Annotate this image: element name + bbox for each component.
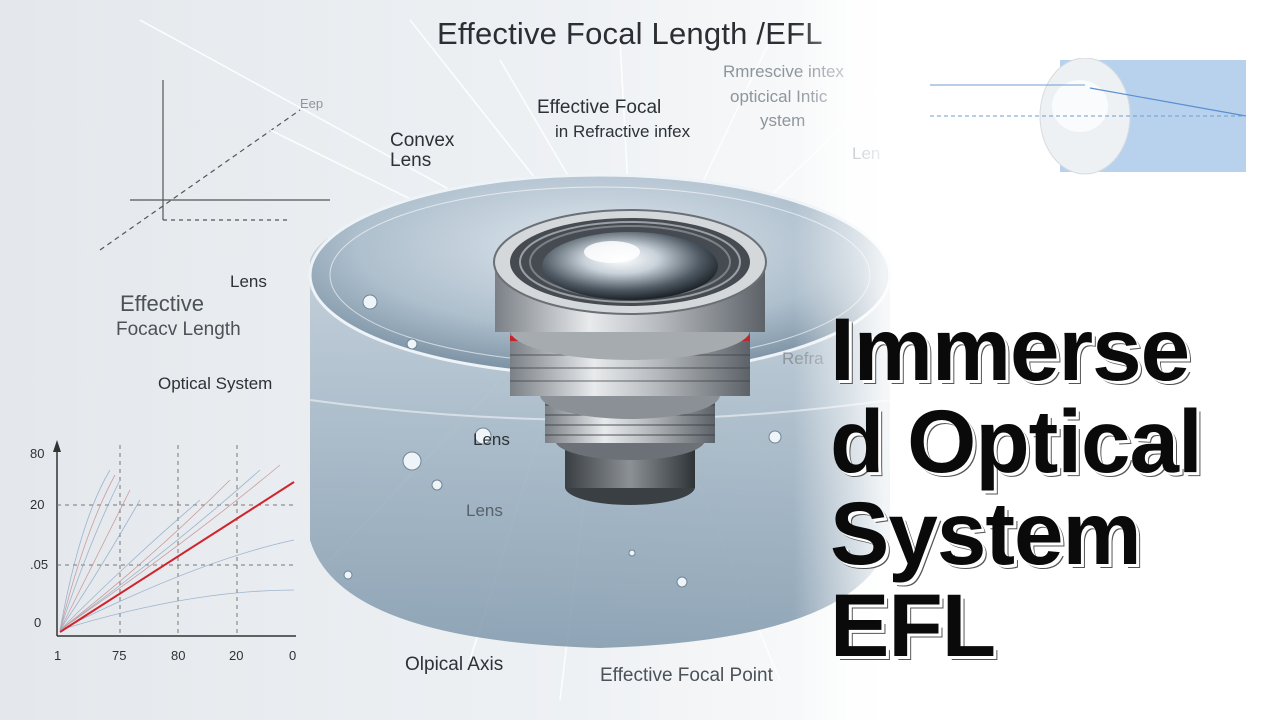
label-remrescive-index: Rmrescive intex [723,62,844,81]
graph-x-tick: 20 [229,648,244,663]
label-refractive-index: in Refractive infex [555,122,691,141]
headline-line: d Optical [830,391,1203,491]
illustration-title: Effective Focal Length /EFL [437,16,823,51]
headline: Immerse d Optical System EFL [830,303,1270,671]
graph-x-tick: 80 [171,648,186,663]
label-focacv-length: Focacv Length [116,319,241,340]
graph-x-tick: 1 [54,648,62,663]
label-lens-right: Len [852,144,881,163]
label-lens-low: Lens [466,501,503,520]
label-optical-system: Optical System [158,374,273,393]
label-effective: Effective [120,291,204,316]
label-lens-left: Lens [230,272,267,291]
label-convex-lens: Convex Lens [390,130,455,171]
graph-y-tick: 0 [34,615,42,630]
label-eep: Eep [300,96,324,111]
label-optical-intic: opticical Intic [730,87,828,106]
graph-x-tick: 0 [289,648,297,663]
graph-y-tick: 20 [30,497,45,512]
label-optical-axis: Olpical Axis [405,654,504,675]
graph [53,440,296,637]
graph-y-tick: 80 [30,446,45,461]
label-effective-focal: Effective Focal [537,97,662,118]
headline-line: System [830,483,1142,583]
label-lens-mid: Lens [473,430,510,449]
label-refra: Refra [782,349,824,368]
headline-line: EFL [830,575,996,675]
lens-ray-diagram [930,58,1247,175]
graph-y-tick: .05 [30,557,49,572]
headline-line: Immerse [830,299,1190,399]
graph-x-tick: 75 [112,648,127,663]
label-system: ystem [760,111,806,130]
label-effective-focal-point: Effective Focal Point [600,665,773,686]
